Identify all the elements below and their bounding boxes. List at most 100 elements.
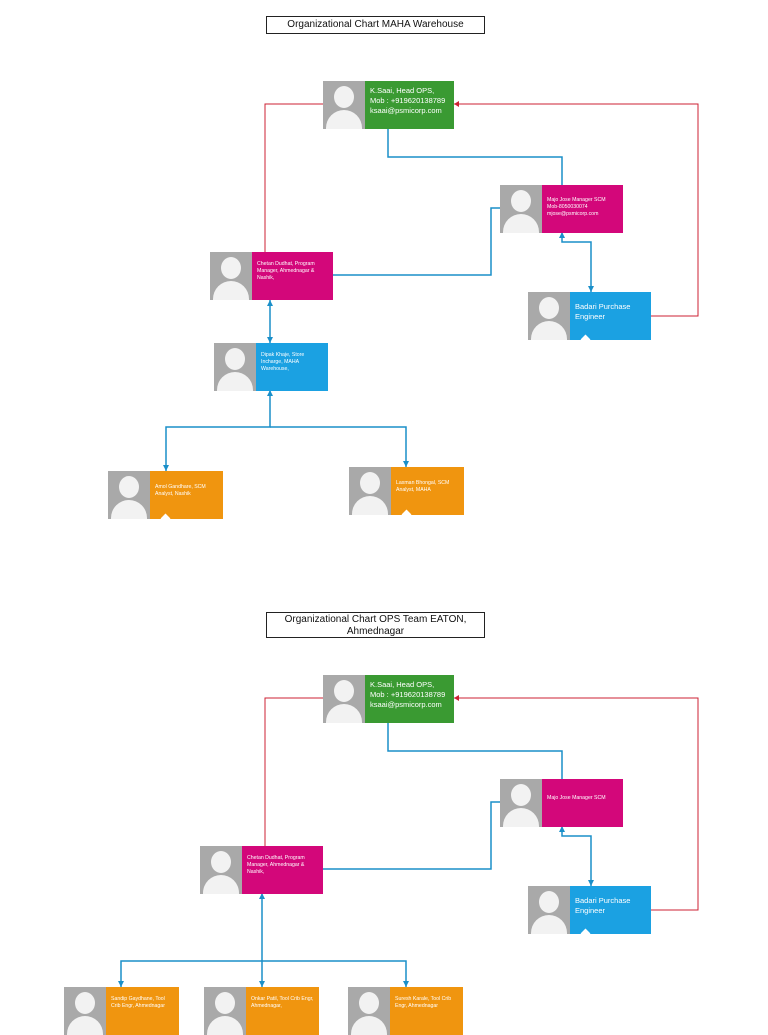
- node-card: Sandip Gaydhane, Tool Crib Engr, Ahmedna…: [106, 987, 179, 1035]
- node-notch: [401, 509, 412, 515]
- chart-title-line: Ahmednagar: [346, 626, 405, 637]
- org-node-program-manager[interactable]: Chetan Dudhat, Program Manager, Ahmednag…: [200, 846, 323, 894]
- org-node-crib-engineer-1[interactable]: Sandip Gaydhane, Tool Crib Engr, Ahmedna…: [64, 987, 179, 1035]
- node-card: Laxman Bhongal, SCM Analyst, MAHA: [391, 467, 464, 515]
- node-line: K.Saai, Head OPS,: [370, 680, 435, 689]
- node-line: Majo Jose Manager SCM: [547, 197, 606, 203]
- person-placeholder-icon: [500, 185, 542, 233]
- node-line: Engineer: [575, 906, 606, 915]
- org-node-scm-manager[interactable]: Majo Jose Manager SCM Mob-8050030074 mjo…: [500, 185, 623, 233]
- org-node-analyst-maha[interactable]: Laxman Bhongal, SCM Analyst, MAHA: [349, 467, 464, 515]
- person-placeholder-icon: [200, 846, 242, 894]
- arrowhead-head-right-1: [454, 101, 459, 107]
- node-notch: [160, 513, 171, 519]
- node-card: Chetan Dudhat, Program Manager, Ahmednag…: [242, 846, 323, 894]
- node-card: Chetan Dudhat, Program Manager, Ahmednag…: [252, 252, 333, 300]
- person-placeholder-icon: [210, 252, 252, 300]
- person-placeholder-icon: [528, 886, 570, 934]
- link-store-analysts-1: [165, 390, 271, 471]
- org-node-purchase-engineer[interactable]: Badari Purchase Engineer: [528, 292, 651, 340]
- link-scm-program-manager-1: [333, 207, 500, 276]
- node-line: Mob : +919620138789: [370, 96, 446, 105]
- arrow-crib-2: [259, 981, 265, 987]
- node-card: K.Saai, Head OPS, Mob : +919620138789 ks…: [365, 675, 454, 723]
- person-placeholder-icon: [204, 987, 246, 1035]
- org-node-head-ops[interactable]: K.Saai, Head OPS, Mob : +919620138789 ks…: [323, 675, 454, 723]
- node-card: Badari Purchase Engineer: [570, 886, 651, 934]
- org-node-scm-manager[interactable]: Majo Jose Manager SCM: [500, 779, 623, 827]
- node-line: Badari Purchase: [575, 896, 631, 905]
- arrow-program-down-1: [267, 300, 273, 306]
- person-placeholder-icon: [323, 81, 365, 129]
- link-purchase-head-1: [454, 103, 699, 317]
- org-node-crib-engineer-2[interactable]: Onkar Patil, Tool Crib Engr, Ahmednagar,: [204, 987, 319, 1035]
- arrow-analyst-nashik-1: [163, 465, 169, 471]
- person-placeholder-icon: [348, 987, 390, 1035]
- node-line: Dipak Khaje, Store Incharge, MAHA Wareho…: [261, 352, 305, 372]
- link-store-analyst-maha-1: [270, 426, 407, 467]
- node-line: Majo Jose Manager SCM: [547, 795, 606, 801]
- arrow-store-up-1: [267, 337, 273, 343]
- org-node-head-ops[interactable]: K.Saai, Head OPS, Mob : +919620138789 ks…: [323, 81, 454, 129]
- node-card: K.Saai, Head OPS, Mob : +919620138789 ks…: [365, 81, 454, 129]
- arrow-store-bottom-1: [267, 390, 273, 396]
- node-card: Dipak Khaje, Store Incharge, MAHA Wareho…: [256, 343, 328, 391]
- node-line: ksaai@psmicorp.com: [370, 106, 442, 115]
- node-line: ksaai@psmicorp.com: [370, 700, 442, 709]
- person-placeholder-icon: [349, 467, 391, 515]
- link-scm-purchase-2: [561, 826, 592, 886]
- node-line: Mob : +919620138789: [370, 690, 446, 699]
- person-placeholder-icon: [108, 471, 150, 519]
- link-scm-purchase-1: [561, 232, 592, 292]
- arrow-purchase-top-2: [588, 880, 594, 886]
- arrow-scm-bottom-2: [559, 826, 565, 832]
- chart-title-text: Organizational Chart MAHA Warehouse: [287, 19, 464, 30]
- arrow-crib-1: [118, 981, 124, 987]
- link-cribs-bus-2: [120, 960, 407, 987]
- arrow-scm-bottom-1: [559, 232, 565, 238]
- node-card: Suresh Karale, Tool Crib Engr, Ahmednaga…: [390, 987, 463, 1035]
- node-card: Badari Purchase Engineer: [570, 292, 651, 340]
- node-line: K.Saai, Head OPS,: [370, 86, 435, 95]
- node-line: Chetan Dudhat, Program Manager, Ahmednag…: [257, 261, 315, 281]
- link-head-scm-2: [387, 723, 563, 779]
- node-line: Amol Gandhare, SCM Analyst, Nashik: [155, 484, 206, 497]
- node-line: mjose@psmicorp.com: [547, 211, 599, 217]
- person-placeholder-icon: [64, 987, 106, 1035]
- node-line: Onkar Patil, Tool Crib Engr, Ahmednagar,: [251, 996, 314, 1009]
- chart-title-line: Organizational Chart OPS Team EATON,: [284, 614, 467, 625]
- person-placeholder-icon: [500, 779, 542, 827]
- link-head-program-manager-1: [264, 103, 323, 252]
- arrow-crib-3: [403, 981, 409, 987]
- node-line: Engineer: [575, 312, 606, 321]
- node-card: Onkar Patil, Tool Crib Engr, Ahmednagar,: [246, 987, 319, 1035]
- link-head-scm-1: [387, 129, 563, 185]
- person-placeholder-icon: [323, 675, 365, 723]
- link-scm-program-manager-2: [323, 801, 500, 870]
- chart-title-maha-warehouse: Organizational Chart MAHA Warehouse: [266, 16, 485, 34]
- link-purchase-head-2: [454, 697, 699, 911]
- person-placeholder-icon: [528, 292, 570, 340]
- node-line: Chetan Dudhat, Program Manager, Ahmednag…: [247, 855, 305, 875]
- org-node-store-incharge[interactable]: Dipak Khaje, Store Incharge, MAHA Wareho…: [214, 343, 328, 391]
- person-placeholder-icon: [214, 343, 256, 391]
- node-line: Suresh Karale, Tool Crib Engr, Ahmednaga…: [395, 996, 452, 1009]
- arrow-analyst-maha-1: [403, 461, 409, 467]
- org-node-crib-engineer-3[interactable]: Suresh Karale, Tool Crib Engr, Ahmednaga…: [348, 987, 463, 1035]
- arrow-purchase-top-1: [588, 286, 594, 292]
- node-card: Amol Gandhare, SCM Analyst, Nashik: [150, 471, 223, 519]
- org-node-purchase-engineer[interactable]: Badari Purchase Engineer: [528, 886, 651, 934]
- node-line: Badari Purchase: [575, 302, 631, 311]
- org-node-analyst-nashik[interactable]: Amol Gandhare, SCM Analyst, Nashik: [108, 471, 223, 519]
- arrow-program-bottom-2: [259, 893, 265, 899]
- node-notch: [580, 334, 591, 340]
- node-line: Mob-8050030074: [547, 204, 588, 210]
- arrowhead-head-right-2: [454, 695, 459, 701]
- chart-title-ops-team-eaton: Organizational Chart OPS Team EATON, Ahm…: [266, 612, 485, 638]
- org-node-program-manager[interactable]: Chetan Dudhat, Program Manager, Ahmednag…: [210, 252, 333, 300]
- node-line: Laxman Bhongal, SCM Analyst, MAHA: [396, 480, 450, 493]
- node-line: Sandip Gaydhane, Tool Crib Engr, Ahmedna…: [111, 996, 165, 1009]
- link-head-program-manager-2: [264, 697, 323, 846]
- node-notch: [580, 928, 591, 934]
